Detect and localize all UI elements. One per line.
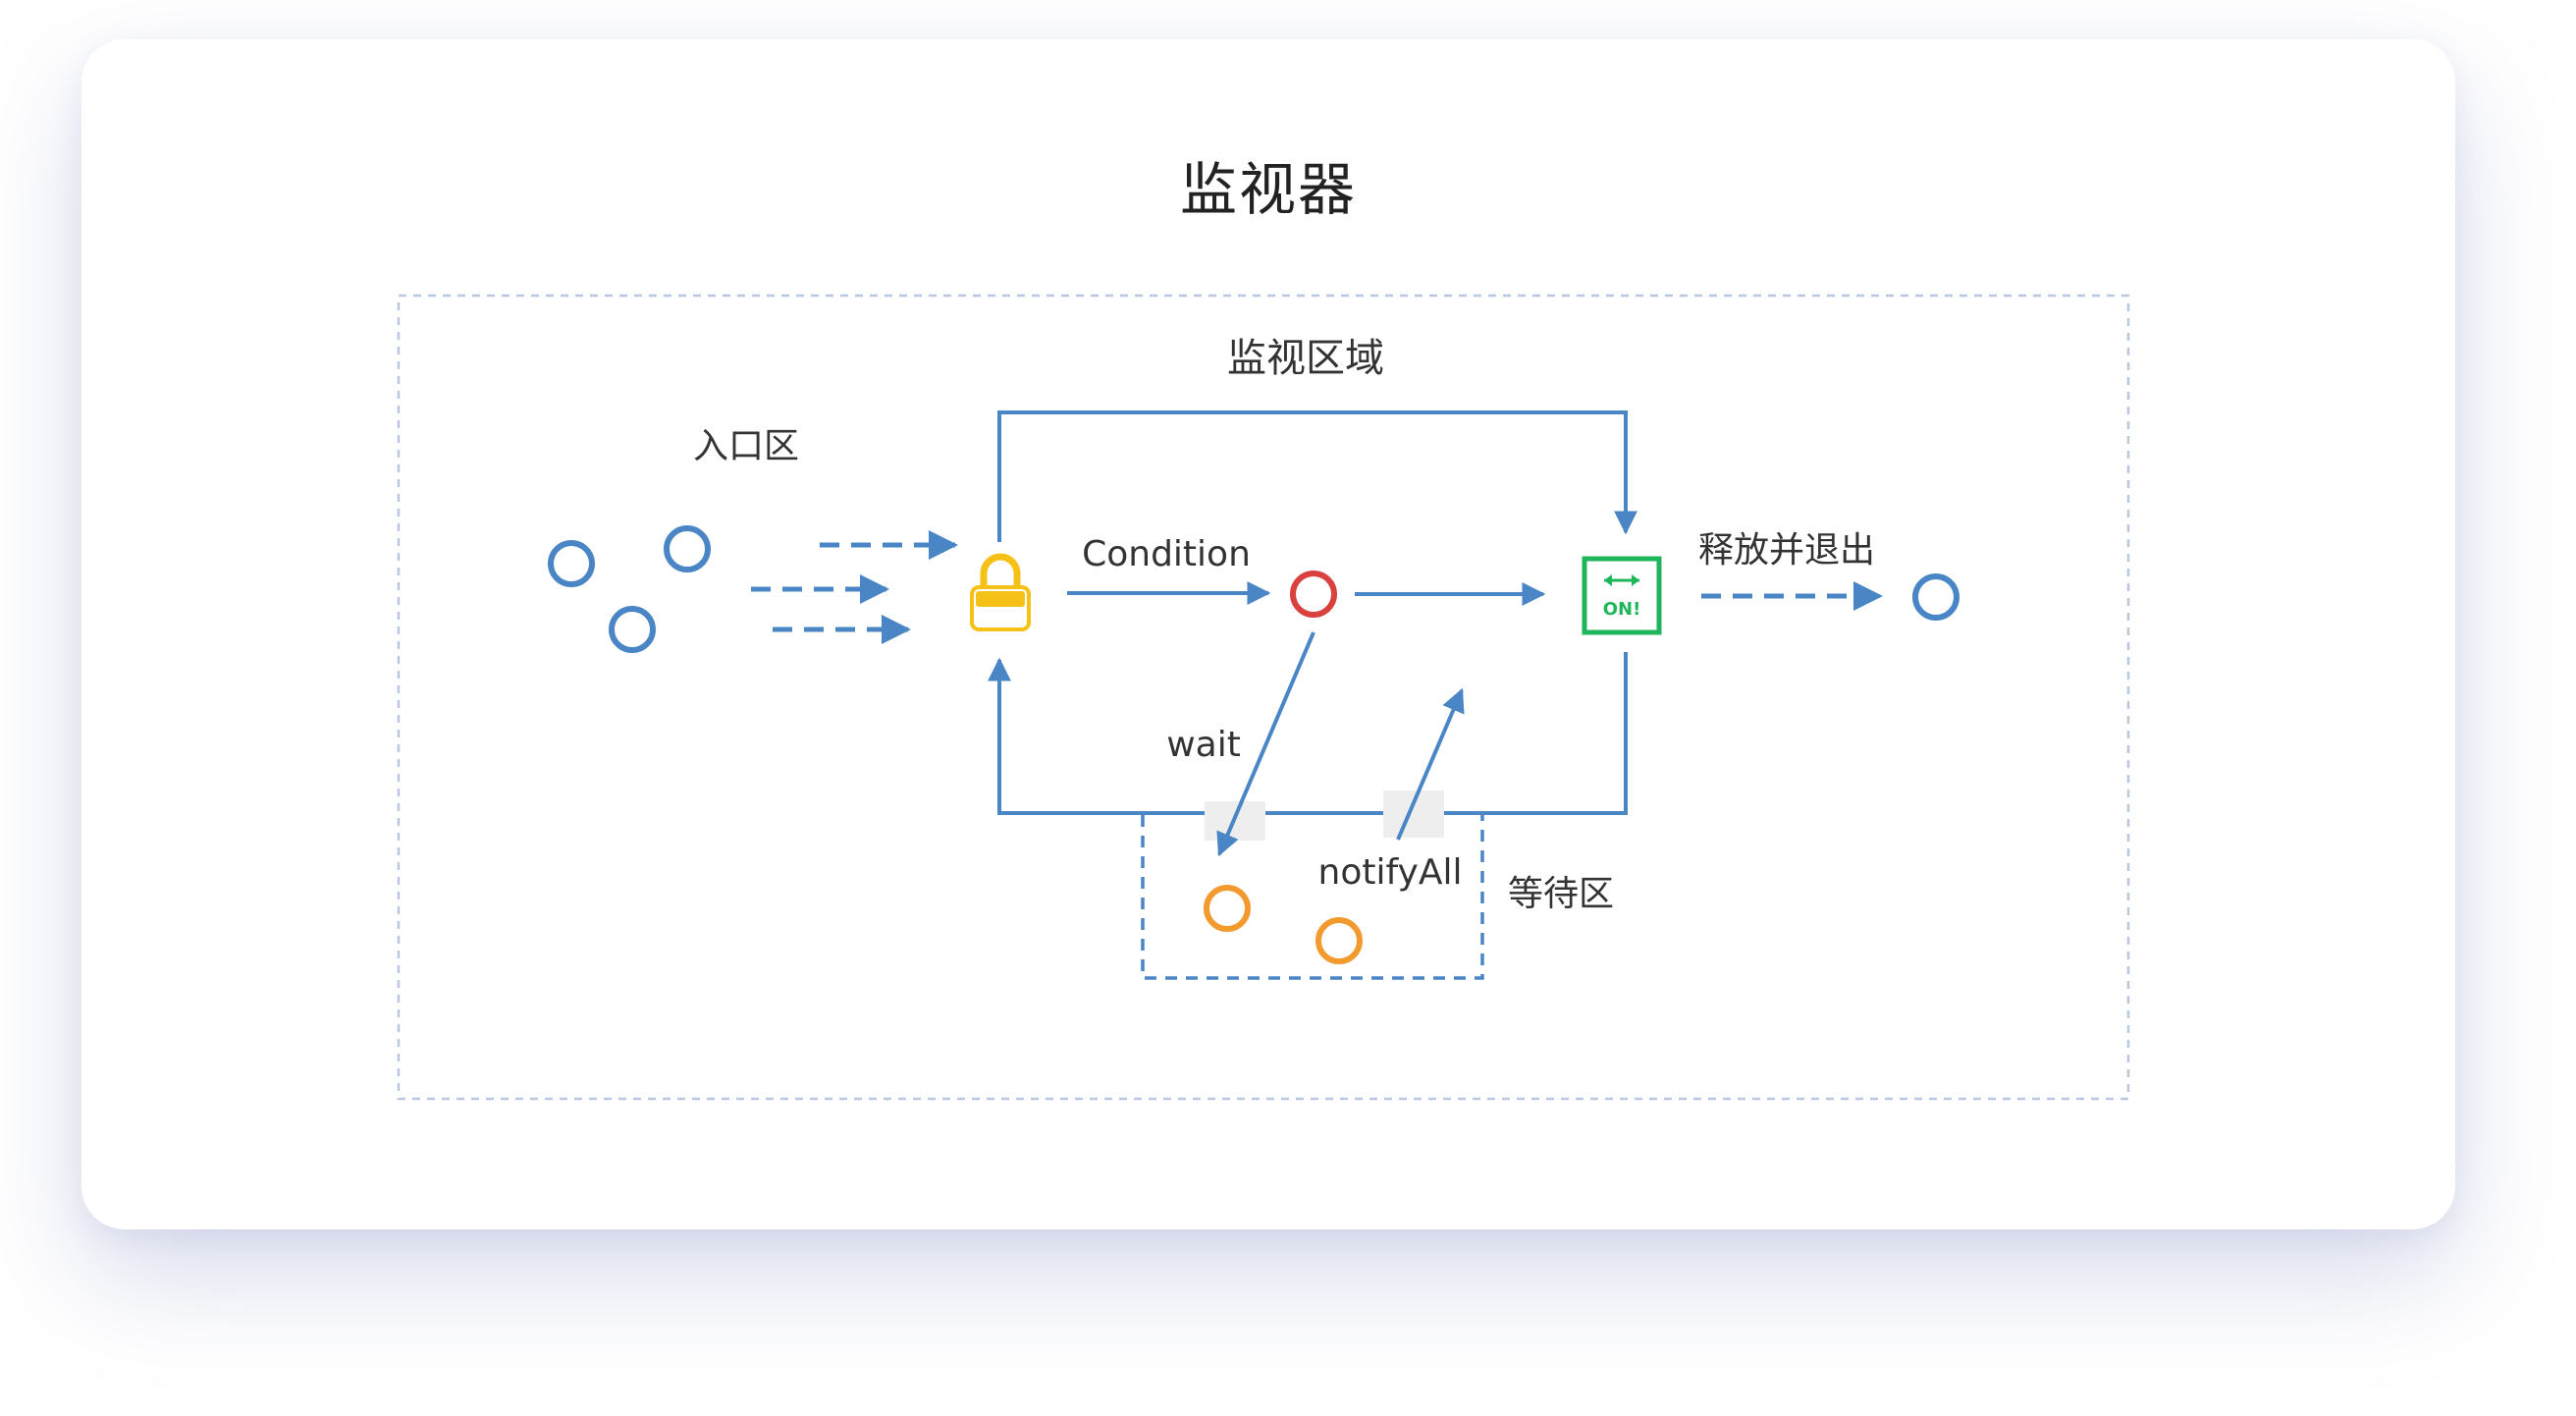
card [81, 39, 2455, 1229]
lock-icon [970, 553, 1031, 631]
condition-thread [1290, 571, 1337, 618]
wait-arrow [1216, 631, 1315, 857]
switch-icon: ON! [1582, 556, 1662, 635]
exited-thread [1912, 573, 1959, 621]
notifyall-label: notifyAll [1318, 852, 1463, 893]
region-label: 监视区域 [1227, 336, 1384, 381]
notify-gap [1383, 790, 1444, 838]
release-exit-label: 释放并退出 [1698, 530, 1875, 571]
loop-top-path [997, 410, 1637, 542]
entry-thread [609, 606, 656, 653]
wait-label: wait [1166, 725, 1241, 765]
entry-area-label: 入口区 [693, 426, 799, 466]
notifyall-arrow [1396, 687, 1465, 841]
loop-bottom-path [988, 652, 1628, 815]
entry-thread [664, 525, 711, 572]
entry-thread [548, 540, 595, 587]
waiting-area-label: 等待区 [1508, 874, 1614, 914]
page-title: 监视器 [1179, 156, 1357, 223]
monitor-region-border [397, 294, 2130, 1101]
waiting-thread [1315, 917, 1363, 964]
switch-text: ON! [1603, 599, 1641, 620]
waiting-area-border [1141, 815, 1484, 980]
waiting-thread [1204, 885, 1251, 932]
condition-label: Condition [1082, 534, 1251, 574]
